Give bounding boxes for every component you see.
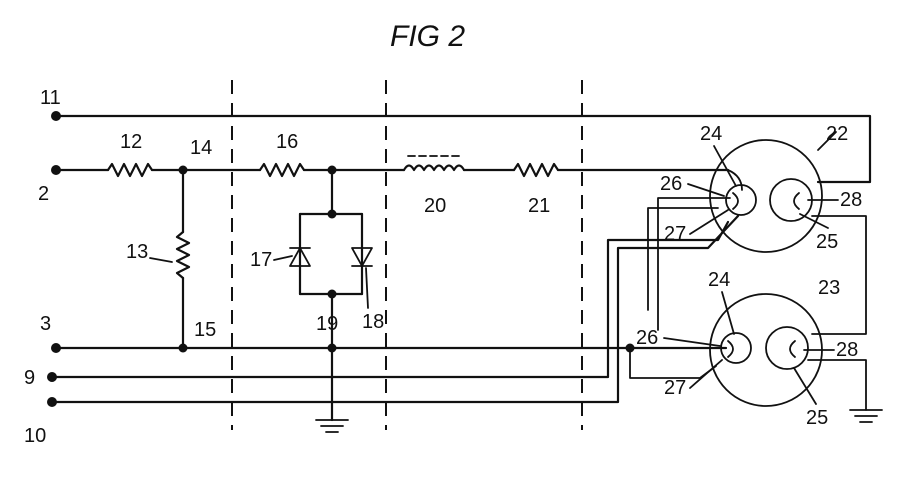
resistor-16 — [258, 162, 306, 178]
line-3 — [51, 343, 728, 379]
label-16: 16 — [276, 131, 298, 153]
label-18: 18 — [362, 311, 384, 333]
line-9 — [47, 220, 730, 382]
inductor-20 — [402, 164, 466, 172]
label-21: 21 — [528, 195, 550, 217]
lower-label-26: 26 — [636, 327, 658, 349]
label-15: 15 — [194, 319, 216, 341]
ground-lead-right — [807, 359, 867, 411]
diode-bridge — [289, 165, 373, 433]
upper-label-26: 26 — [660, 173, 682, 195]
terminal-label-3: 3 — [40, 313, 51, 335]
line-11 — [51, 111, 872, 184]
diode-17 — [289, 247, 311, 267]
label-22: 22 — [826, 123, 848, 145]
terminal-label-10: 10 — [24, 425, 46, 447]
lower-label-24: 24 — [708, 269, 730, 291]
label-23: 23 — [818, 277, 840, 299]
label-20: 20 — [424, 195, 446, 217]
terminal-label-11: 11 — [40, 87, 61, 109]
resistor-13-branch — [175, 165, 191, 353]
link-wire-28 — [811, 215, 867, 335]
terminal-label-2: 2 — [38, 183, 49, 205]
label-12: 12 — [120, 131, 142, 153]
upper-label-28: 28 — [840, 189, 862, 211]
line-2 — [51, 155, 743, 191]
resistor-21 — [512, 162, 560, 178]
label-13: 13 — [126, 241, 148, 263]
upper-label-27: 27 — [664, 223, 686, 245]
label-17: 17 — [250, 249, 272, 271]
terminal-label-9: 9 — [24, 367, 35, 389]
gas-tube-22 — [709, 139, 823, 253]
label-14: 14 — [190, 137, 212, 159]
lower-label-27: 27 — [664, 377, 686, 399]
diode-18 — [351, 247, 373, 267]
resistor-12 — [106, 162, 154, 178]
lower-label-28: 28 — [836, 339, 858, 361]
cross-wire-27 — [647, 207, 719, 311]
ground-symbol-left — [315, 419, 349, 433]
line-10 — [47, 214, 740, 407]
label-19: 19 — [316, 313, 338, 335]
figure-title: FIG 2 — [390, 20, 465, 53]
upper-label-24: 24 — [700, 123, 722, 145]
lead-to-upper-electrode — [727, 169, 743, 191]
leader-lines — [149, 131, 839, 405]
ground-symbol-right — [849, 409, 883, 423]
upper-label-25: 25 — [816, 231, 838, 253]
cross-wire-26 — [657, 197, 731, 331]
lower-label-25: 25 — [806, 407, 828, 429]
